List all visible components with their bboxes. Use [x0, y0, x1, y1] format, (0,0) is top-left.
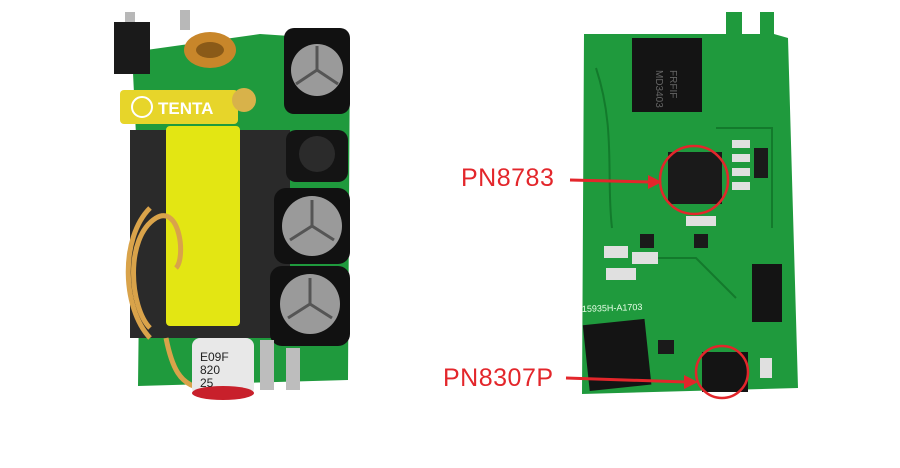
top-chip-line-2: FRFIF: [667, 70, 678, 98]
small-cap-line-3: 25: [200, 376, 214, 390]
silkscreen-code: 15935H-A1703: [582, 302, 643, 314]
pn8783-chip: [668, 152, 722, 204]
fuse-brand-text: TENTA: [158, 99, 213, 118]
bottom-left-mosfet: [582, 318, 652, 391]
small-electrolytic-capacitor: E09F 820 25: [192, 338, 254, 400]
top-chip-line-1: MD3403: [653, 70, 664, 108]
capacitor-middle-small: [286, 130, 348, 182]
arrow-pn8783: [569, 175, 662, 189]
small-cap-line-1: E09F: [200, 350, 229, 364]
small-cap-line-2: 820: [200, 363, 220, 377]
right-side-diode: [752, 264, 782, 322]
arrow-pn8307p: [565, 375, 698, 389]
label-pn8307p: PN8307P: [443, 364, 554, 392]
pn8307p-chip: [702, 352, 748, 392]
top-chip: [632, 38, 702, 112]
capacitor-top: [284, 28, 350, 114]
rectifier-block: [114, 22, 150, 74]
pn8307p-highlight-circle: [694, 344, 750, 400]
capacitor-middle: [274, 188, 350, 264]
fuse-component: [120, 90, 238, 124]
capacitor-bottom: [270, 266, 350, 346]
left-pcb-photo: TENTA E09F 820 25: [114, 10, 350, 400]
label-pn8783: PN8783: [461, 164, 555, 192]
pn8783-highlight-circle: [658, 144, 730, 216]
transformer-tape: [166, 126, 240, 326]
right-pcb-photo: MD3403 FRFIF 15935H-A1703: [582, 12, 798, 400]
